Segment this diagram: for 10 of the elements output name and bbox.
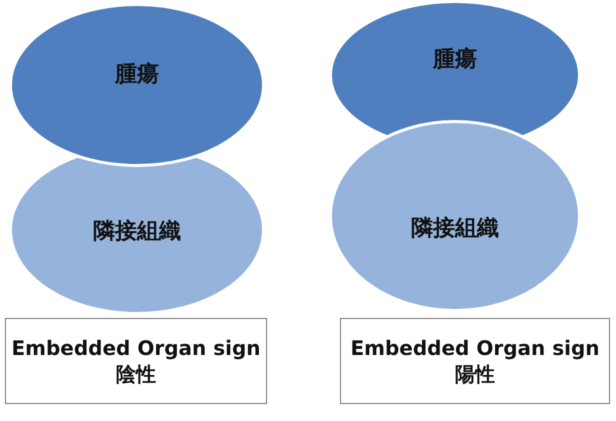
ellipse-label: 腫瘍 (114, 61, 160, 89)
ellipse-label: 隣接組織 (410, 215, 500, 243)
text-box (5, 318, 267, 404)
text-box (340, 318, 610, 404)
box-text: 陰性 (116, 361, 156, 387)
box-text: Embedded Organ sign (11, 335, 261, 361)
ellipse-label: 隣接組織 (92, 218, 182, 246)
box-text: Embedded Organ sign (350, 335, 600, 361)
box-text: 陽性 (455, 361, 495, 387)
ellipse-label: 腫瘍 (432, 46, 478, 74)
